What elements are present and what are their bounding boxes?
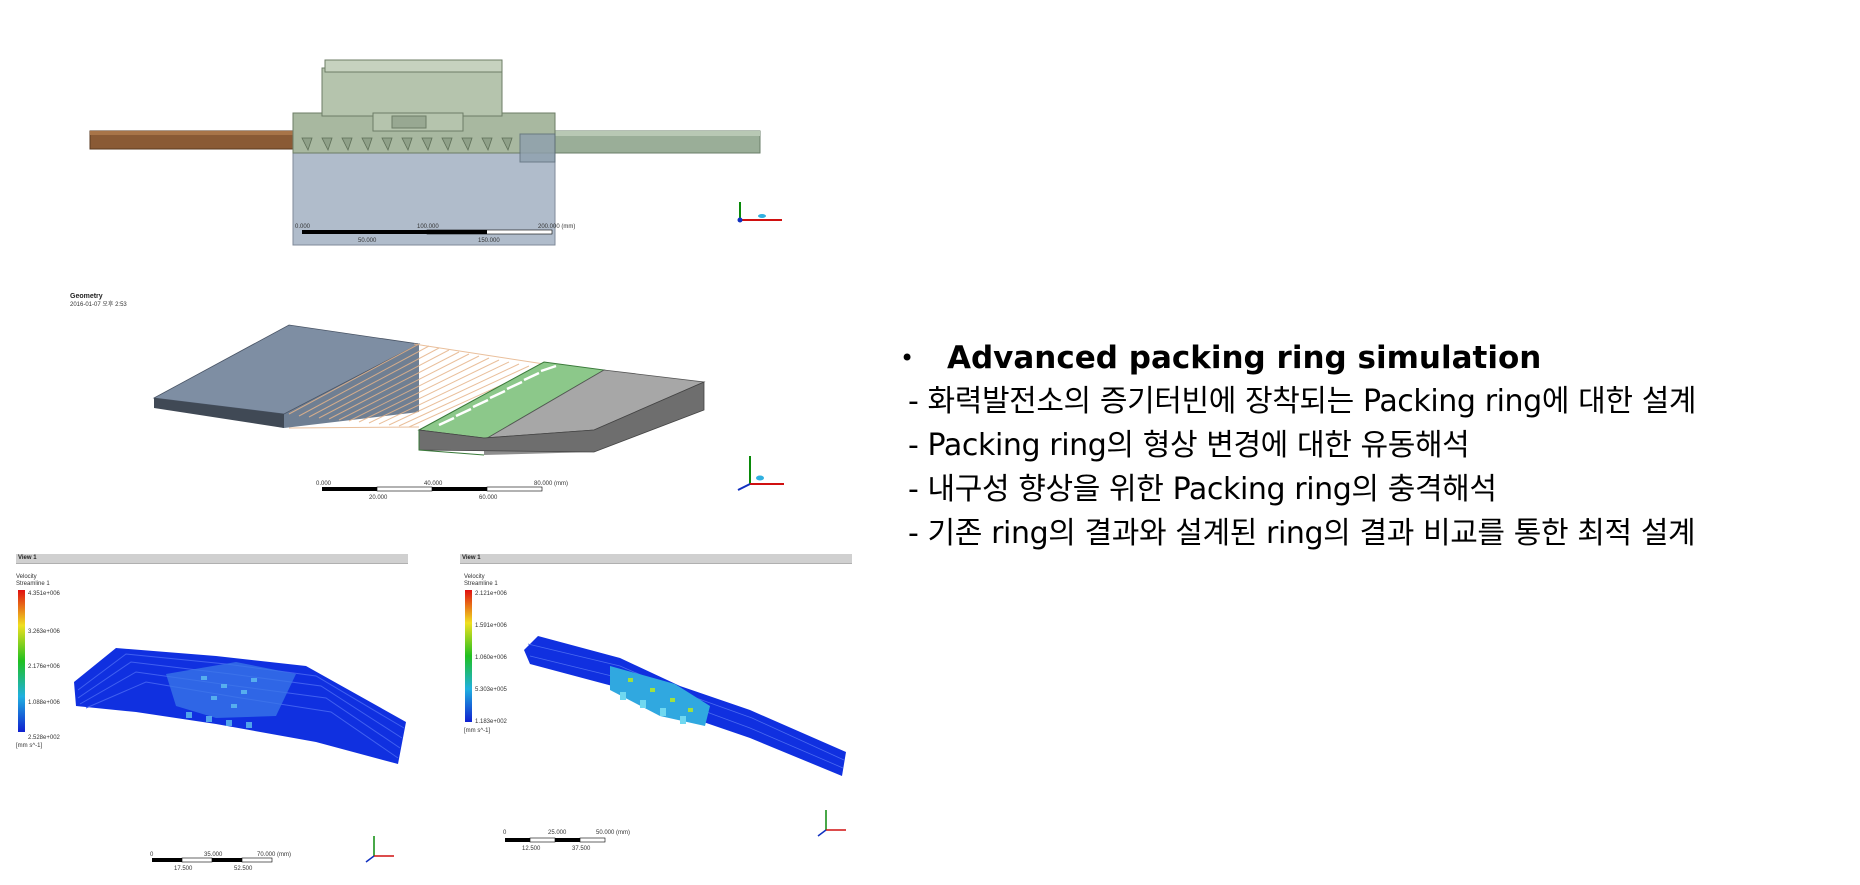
scale-label: 0.000 xyxy=(316,481,332,487)
description-line: - 기존 ring의 결과와 설계된 ring의 결과 비교를 통한 최적 설계 xyxy=(908,516,1696,551)
legend-value: 4.351e+006 xyxy=(28,591,61,597)
scale-label: 0.000 xyxy=(295,224,311,230)
scale-label: 52.500 xyxy=(234,866,253,872)
bullet-row: • Advanced packing ring simulation xyxy=(895,336,1855,380)
legend-title: Velocity xyxy=(464,574,485,580)
legend-value: 3.263e+006 xyxy=(28,629,61,635)
scale-label: 12.500 xyxy=(522,846,541,852)
legend-subtitle: Streamline 1 xyxy=(464,581,498,587)
legend-subtitle: Streamline 1 xyxy=(16,581,50,587)
scale-label: 200.000 (mm) xyxy=(538,224,575,230)
axis-triad-icon xyxy=(737,456,784,491)
geometry-side-view: 0.000 100.000 200.000 (mm) 50.000 150.00… xyxy=(89,59,761,246)
legend-value: 1.183e+002 xyxy=(475,719,508,725)
scale-label: 40.000 xyxy=(424,481,443,487)
cfd-streamline-right: Velocity Streamline 1 2.121e+006 1.591e+… xyxy=(464,574,846,852)
legend-value: 1.060e+006 xyxy=(475,655,508,661)
legend-unit: [mm s^-1] xyxy=(16,743,42,749)
scale-label: 35.000 xyxy=(204,852,223,858)
scale-label: 80.000 (mm) xyxy=(534,481,568,487)
scale-label: 50.000 xyxy=(358,238,377,244)
legend-value: 2.528e+002 xyxy=(28,735,61,741)
geometry-caption-date: 2016-01-07 오후 2:53 xyxy=(70,300,127,308)
legend-value: 5.303e+005 xyxy=(475,687,508,693)
scale-label: 70.000 (mm) xyxy=(257,852,291,858)
bullet-marker: • xyxy=(900,344,915,372)
scale-label: 17.500 xyxy=(174,866,193,872)
scale-label: 0 xyxy=(503,830,507,836)
scale-label: 25.000 xyxy=(548,830,567,836)
description-line: - Packing ring의 형상 변경에 대한 유동해석 xyxy=(908,428,1470,463)
scale-label: 0 xyxy=(150,852,154,858)
slide-headline: Advanced packing ring simulation xyxy=(947,340,1542,376)
scale-label: 20.000 xyxy=(369,495,388,501)
slide-text-block: • Advanced packing ring simulation - 화력발… xyxy=(895,336,1855,556)
view-header-bar: View 1 xyxy=(460,554,852,564)
view-selector[interactable]: View 1 xyxy=(18,555,37,561)
legend-value: 1.088e+006 xyxy=(28,700,61,706)
geometry-isometric-view: Geometry 2016-01-07 오후 2:53 0.000 40.000… xyxy=(70,293,706,501)
description-line: - 내구성 향상을 위한 Packing ring의 충격해석 xyxy=(908,472,1497,507)
geometry-caption-title: Geometry xyxy=(70,293,103,300)
axis-triad-icon xyxy=(737,202,782,223)
scale-label: 37.500 xyxy=(572,846,591,852)
legend-unit: [mm s^-1] xyxy=(464,728,490,734)
view-header-bar: View 1 xyxy=(16,554,408,564)
view-selector[interactable]: View 1 xyxy=(462,555,481,561)
scale-label: 50.000 (mm) xyxy=(596,830,630,836)
legend-value: 1.591e+006 xyxy=(475,623,508,629)
description-line: - 화력발전소의 증기터빈에 장착되는 Packing ring에 대한 설계 xyxy=(908,384,1697,419)
legend-value: 2.121e+006 xyxy=(475,591,508,597)
scale-label: 60.000 xyxy=(479,495,498,501)
scale-label: 100.000 xyxy=(417,224,439,230)
scale-label: 150.000 xyxy=(478,238,500,244)
cfd-streamline-left: Velocity Streamline 1 4.351e+006 3.263e+… xyxy=(16,574,406,872)
legend-title: Velocity xyxy=(16,574,37,580)
legend-value: 2.176e+006 xyxy=(28,664,61,670)
